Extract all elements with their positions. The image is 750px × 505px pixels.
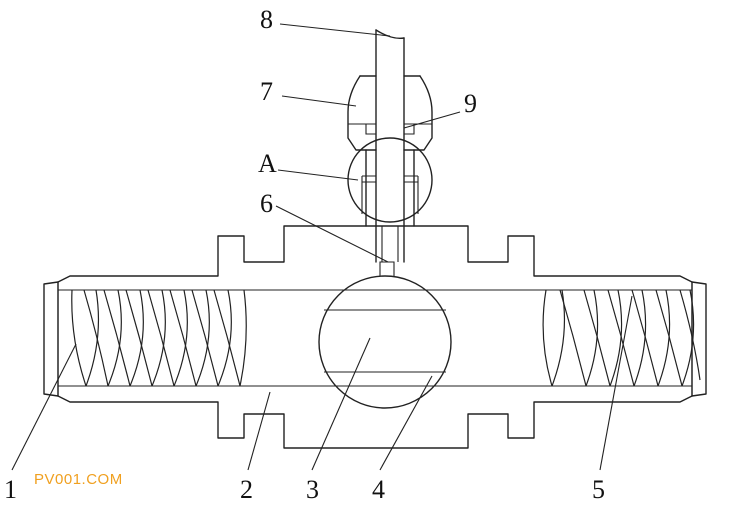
label-1: 1 [4, 475, 17, 504]
pipe-body [43, 225, 707, 449]
label-5: 5 [592, 475, 605, 504]
label-3: 3 [306, 475, 319, 504]
stem-assembly [347, 29, 433, 263]
label-4: 4 [372, 475, 385, 504]
leader-lines [11, 23, 633, 471]
label-9: 9 [464, 89, 477, 118]
label-a: A [258, 149, 277, 178]
label-8: 8 [260, 5, 273, 34]
right-spring [542, 289, 701, 387]
label-2: 2 [240, 475, 253, 504]
watermark: PV001.COM [34, 471, 123, 488]
valve-ball [318, 261, 452, 409]
label-7: 7 [260, 77, 273, 106]
left-spring [71, 289, 247, 387]
label-6: 6 [260, 189, 273, 218]
part-labels: 8 7 9 A 6 1 2 3 4 5 [4, 5, 605, 504]
